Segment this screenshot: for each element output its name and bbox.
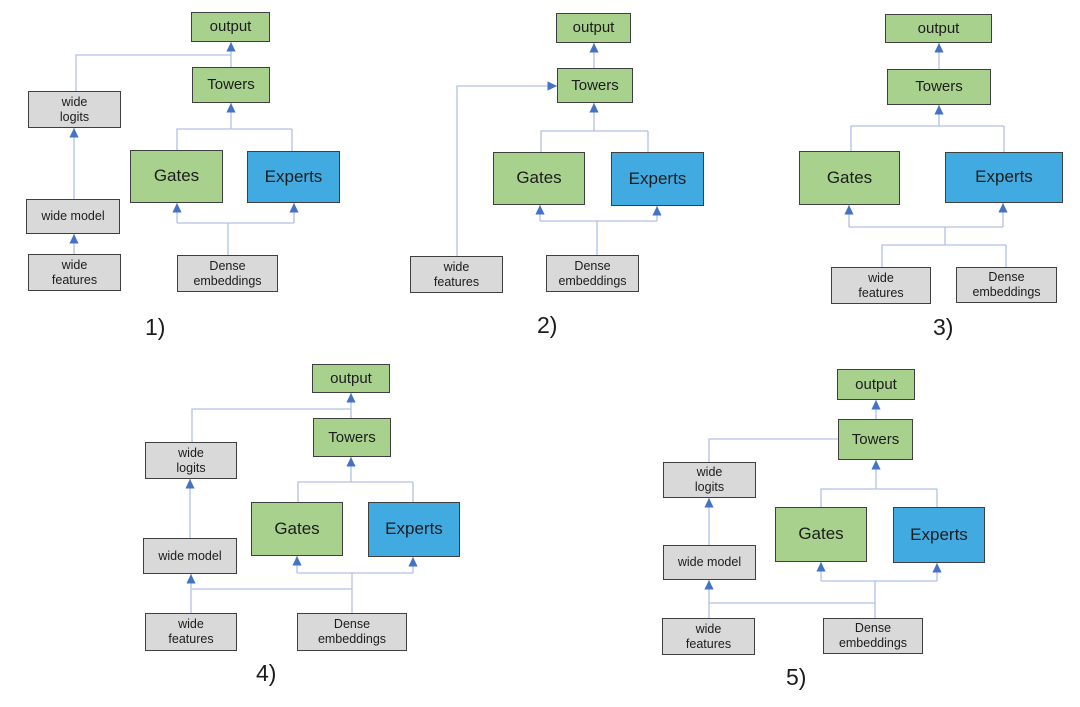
towers-node: Towers — [192, 67, 270, 103]
towers-node: Towers — [313, 418, 391, 457]
output-node: output — [556, 13, 631, 43]
gates-node: Gates — [493, 152, 585, 205]
output-node: output — [885, 14, 992, 43]
arrowhead-icon — [589, 43, 599, 53]
wide-features-node: wide features — [410, 256, 503, 293]
gates-node: Gates — [251, 502, 343, 556]
arrowhead-icon — [185, 479, 195, 489]
wide-features-node: wide features — [831, 267, 931, 304]
arrowhead-icon — [346, 457, 356, 467]
experts-node: Experts — [945, 152, 1063, 203]
arrowhead-icon — [186, 574, 196, 584]
experts-node: Experts — [611, 152, 704, 206]
arrowhead-icon — [934, 105, 944, 115]
connector-line — [191, 408, 351, 442]
connector-line — [456, 85, 557, 256]
gates-node: Gates — [130, 150, 223, 203]
wide-features-node: wide features — [662, 618, 755, 655]
output-node: output — [837, 369, 915, 400]
wide-logits-node: wide logits — [145, 442, 237, 479]
arrowhead-icon — [652, 206, 662, 216]
arrowhead-icon — [589, 103, 599, 113]
wide-features-node: wide features — [145, 613, 237, 651]
wide-model-node: wide model — [663, 545, 756, 580]
connector-line — [820, 488, 937, 507]
arrowhead-icon — [547, 81, 557, 91]
arrowhead-icon — [289, 203, 299, 213]
dense-embeddings-node: Dense embeddings — [546, 255, 639, 292]
arrowhead-icon — [998, 203, 1008, 213]
arrowhead-icon — [346, 393, 356, 403]
arrowhead-icon — [934, 43, 944, 53]
arrowhead-icon — [69, 234, 79, 244]
diagram-label: 4) — [256, 660, 277, 686]
diagram-label: 3) — [933, 314, 954, 340]
dense-embeddings-node: Dense embeddings — [956, 267, 1057, 303]
arrowhead-icon — [871, 460, 881, 470]
output-node: output — [312, 364, 390, 393]
arrowhead-icon — [292, 556, 302, 566]
towers-node: Towers — [887, 69, 991, 105]
arrowhead-icon — [535, 205, 545, 215]
diagram-label: 1) — [145, 314, 166, 340]
dense-embeddings-node: Dense embeddings — [823, 618, 923, 654]
connector-line — [176, 128, 292, 150]
dense-embeddings-node: Dense embeddings — [177, 255, 278, 292]
arrowhead-icon — [844, 205, 854, 215]
gates-node: Gates — [775, 507, 867, 562]
diagram-label: 5) — [786, 664, 807, 690]
arrowhead-icon — [932, 563, 942, 573]
arrowhead-icon — [226, 103, 236, 113]
wide-model-node: wide model — [143, 538, 237, 574]
arrowhead-icon — [871, 400, 881, 410]
gates-node: Gates — [799, 151, 900, 205]
connector-line — [850, 125, 1004, 151]
output-node: output — [191, 12, 270, 42]
connector-line — [881, 244, 1006, 267]
arrowhead-icon — [704, 580, 714, 590]
connector-line — [297, 481, 413, 502]
wide-logits-node: wide logits — [663, 462, 756, 498]
diagram-label: 2) — [537, 312, 558, 338]
wide-features-node: wide features — [28, 254, 121, 291]
dense-embeddings-node: Dense embeddings — [297, 613, 407, 651]
arrowhead-icon — [226, 42, 236, 52]
towers-node: Towers — [557, 68, 633, 103]
wide-model-node: wide model — [26, 199, 120, 234]
arrowhead-icon — [816, 562, 826, 572]
arrowhead-icon — [172, 203, 182, 213]
towers-node: Towers — [838, 419, 913, 460]
connector-line — [540, 130, 648, 152]
connector-line — [75, 54, 231, 91]
arrowhead-icon — [704, 498, 714, 508]
connector-line — [708, 438, 838, 462]
wide-logits-node: wide logits — [28, 91, 121, 128]
experts-node: Experts — [368, 502, 460, 557]
experts-node: Experts — [247, 151, 340, 203]
experts-node: Experts — [893, 507, 985, 563]
arrowhead-icon — [408, 557, 418, 567]
arrowhead-icon — [69, 128, 79, 138]
